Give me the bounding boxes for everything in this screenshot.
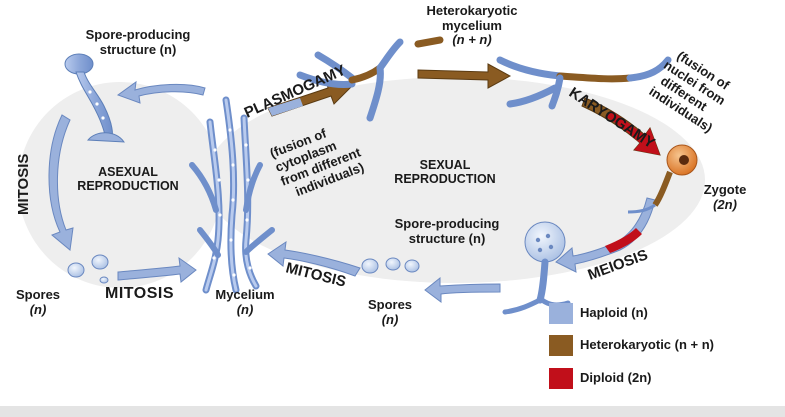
sexual-line: REPRODUCTION [394,172,496,186]
asexual-line: ASEXUAL [98,165,158,179]
mitosis-left-label: MITOSIS [15,154,32,215]
spores-right-label: Spores (n) [360,297,420,327]
sexual-cycle-background [205,77,705,283]
zygote-label: Zygote (2n) [690,182,760,212]
mycelium-nuclei [212,128,252,277]
karyogamy-arrow-head [606,111,660,155]
legend-swatch-haploid [549,303,573,324]
mycelium-text: Mycelium [215,287,275,302]
asexual-reproduction-label: ASEXUAL REPRODUCTION [68,165,188,193]
mycelium-ploidy: (n) [236,301,254,317]
spores-left-ploidy: (n) [29,301,47,317]
spore-structure-bottom-line: structure (n) [408,230,486,246]
bottom-bar [0,406,785,417]
legend-swatch-heterokaryotic [549,335,573,356]
sexual-line: SEXUAL [419,158,471,172]
spore-structure-bottom-label: Spore-producing structure (n) [372,216,522,246]
mycelium-hyphae [189,96,275,294]
mitosis-bottom-left-label: MITOSIS [105,285,174,302]
zygote-cell [627,144,698,214]
plasmogamy-arrow-tail [268,98,303,116]
asexual-spores [67,254,109,284]
asexual-cycle-arrows [48,80,206,283]
mycelium-label: Mycelium (n) [205,287,285,317]
spore-structure-top-label: Spore-producing structure (n) [68,27,208,57]
legend-swatch-diploid [549,368,573,389]
zygote-text: Zygote [703,182,747,197]
asexual-spore-structure [64,53,125,143]
mitosis-arrow-sexual [267,240,361,277]
heterokaryon-arrow [417,63,512,89]
heterokaryotic-mycelium-line: Heterokaryotic [426,3,518,18]
sexual-reproduction-label: SEXUAL REPRODUCTION [385,158,505,186]
spore-structure-top-line: structure (n) [99,41,177,57]
heterokaryotic-mycelium-line: mycelium [442,17,502,33]
asexual-line: REPRODUCTION [77,179,179,193]
heterokaryotic-mycelium-hyphae [414,36,672,110]
spore-structure-top-line: Spore-producing [85,27,191,42]
legend-label-heterokaryotic: Heterokaryotic (n + n) [580,337,715,352]
spores-right-ploidy: (n) [381,311,399,327]
plasmogamy-hyphae [296,38,404,122]
heterokaryotic-ploidy: (n + n) [452,32,492,48]
mitosis-arrow-to-structure [116,80,206,104]
zygote-ploidy: (2n) [713,196,737,212]
legend-label-haploid: Haploid (n) [580,305,648,320]
spore-release-arrow [424,276,501,303]
spores-left-label: Spores (n) [8,287,68,317]
legend-label-diploid: Diploid (2n) [580,370,652,385]
mitosis-arrow-to-mycelium [117,256,197,283]
spores-right-text: Spores [367,297,413,312]
heterokaryotic-mycelium-label: Heterokaryotic mycelium (n + n) [402,3,542,48]
spore-structure-bottom-line: Spore-producing [394,216,500,231]
mitosis-arrow-left [48,114,74,251]
sexual-spores [361,257,420,274]
meiosis-arrow-diploid [605,228,642,253]
spores-left-text: Spores [15,287,61,302]
